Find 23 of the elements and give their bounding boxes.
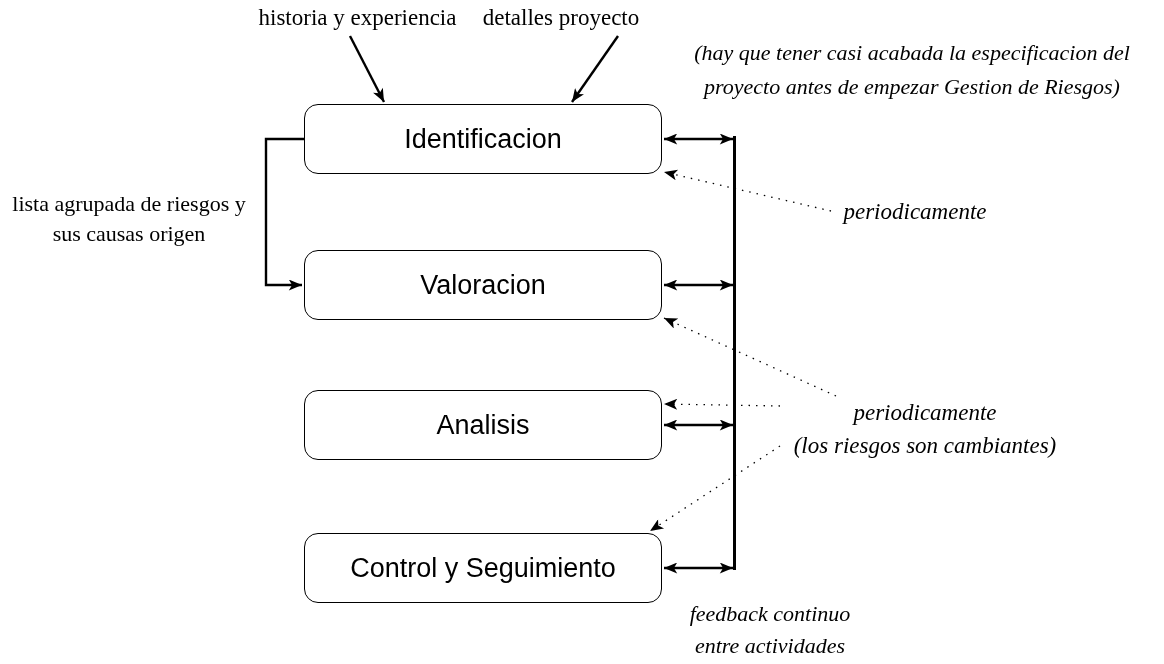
arrow [664, 419, 733, 431]
dotted-arrow [663, 317, 837, 397]
arrow [264, 137, 304, 291]
note-text: periodicamente [853, 399, 997, 427]
note-text: periodicamente [843, 197, 987, 226]
note-text: (hay que tener casi acabada la especificacion del proyecto antes de empezar Gestion de Riesgos) [693, 39, 1131, 101]
process-box: Identificacion [304, 104, 662, 174]
arrow [664, 133, 733, 145]
input-label: historia y experiencia [258, 3, 457, 32]
feedback-bar [733, 136, 736, 570]
arrow [571, 35, 619, 103]
arrow [664, 562, 733, 574]
process-box: Analisis [304, 390, 662, 460]
process-box: Valoracion [304, 250, 662, 320]
dotted-arrow [649, 445, 781, 532]
dotted-arrow [663, 169, 832, 212]
dotted-arrow [663, 398, 781, 410]
arrow [348, 35, 386, 103]
input-label: detalles proyecto [482, 3, 640, 32]
caption-text: feedback continuo entre actividades [688, 600, 852, 660]
arrow [664, 279, 733, 291]
process-box: Control y Seguimiento [304, 533, 662, 603]
note-text: (los riesgos son cambiantes) [793, 432, 1057, 460]
